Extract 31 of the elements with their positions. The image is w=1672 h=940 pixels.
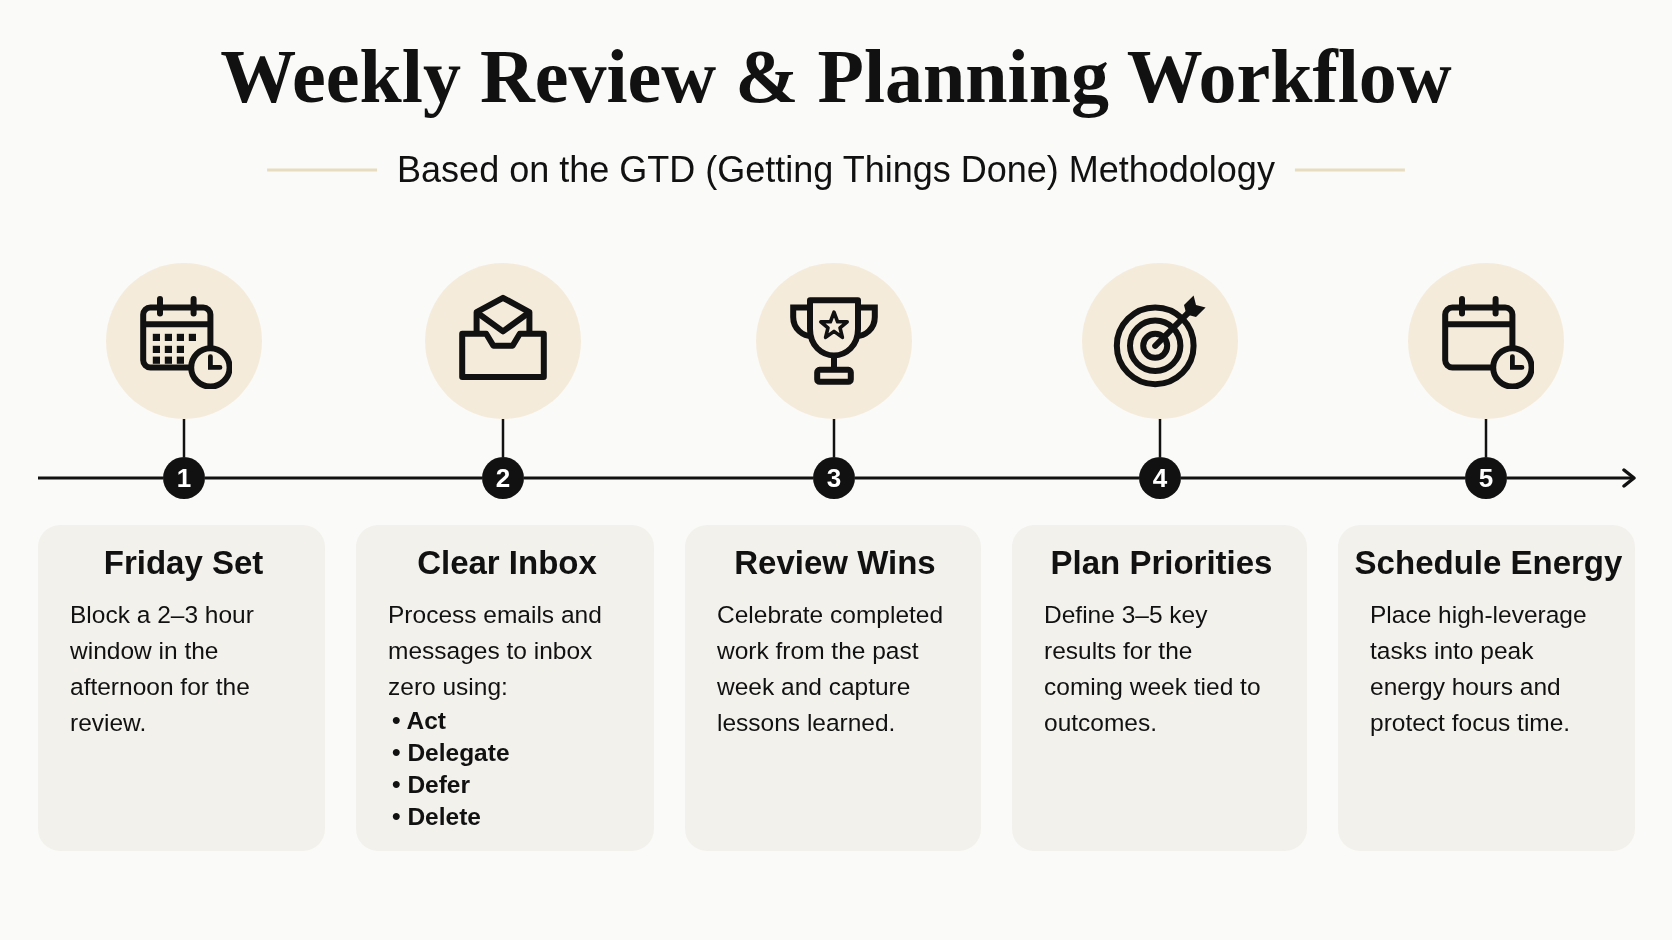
card-heading: Clear Inbox [416,543,598,583]
connector-line [501,419,505,457]
subtitle: Based on the GTD (Getting Things Done) Methodology [396,149,1276,190]
connector-line [1484,419,1488,457]
card-description: Block a 2–3 hour window in the afternoon for the review. [70,600,255,738]
card-description: Process emails and messages to inbox zero using: [388,600,603,702]
timeline-line [38,476,163,480]
timeline-line [205,476,482,480]
card-heading: Friday Set [102,543,265,583]
timeline-line [1181,476,1465,480]
step-number-badge: 3 [813,457,855,499]
connector-line [1158,419,1162,457]
card-heading: Schedule Energy [1353,543,1624,583]
bullet-item: • Defer [392,770,472,800]
card-heading: Plan Priorities [1049,543,1274,583]
timeline-arrow [1507,468,1636,488]
step-number-badge: 1 [163,457,205,499]
connector-line [832,419,836,457]
connector-line [182,419,186,457]
card-heading: Review Wins [733,543,937,583]
timeline-line [855,476,1139,480]
card-description: Place high-leverage tasks into peak energy hours and protect focus time. [1370,600,1588,738]
step-number-badge: 4 [1139,457,1181,499]
bullet-item: • Delete [392,802,482,832]
bullet-item: • Delegate [392,738,511,768]
card-description: Define 3–5 key results for the coming week tied to outcomes. [1044,600,1262,738]
step-number-badge: 5 [1465,457,1507,499]
step-number-badge: 2 [482,457,524,499]
bullet-item: • Act [392,706,447,736]
card-description: Celebrate completed work from the past week and capture lessons learned. [717,600,945,738]
timeline-line [524,476,813,480]
